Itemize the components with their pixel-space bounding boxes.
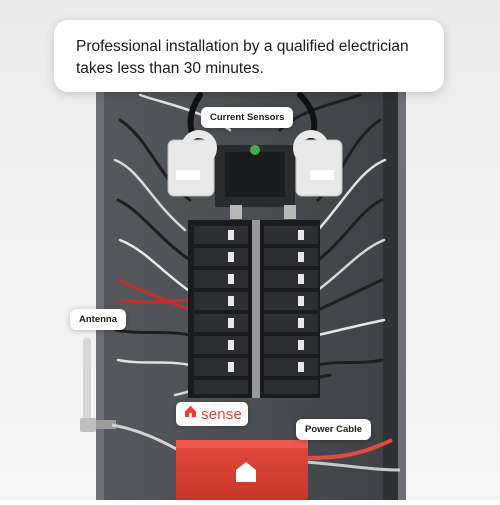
sense-logo-badge: sense (176, 402, 248, 426)
antenna-callout: Antenna (70, 309, 126, 330)
headline-card: Professional installation by a qualified… (54, 20, 444, 92)
home-icon (184, 405, 197, 423)
sense-brand-name: sense (201, 405, 243, 423)
current-sensors-label: Current Sensors (210, 112, 285, 123)
antenna-label: Antenna (79, 314, 117, 325)
power-cable-callout: Power Cable (296, 419, 372, 440)
headline-text: Professional installation by a qualified… (76, 38, 409, 77)
power-cable-label: Power Cable (305, 424, 363, 435)
current-sensors-callout: Current Sensors (201, 107, 294, 128)
